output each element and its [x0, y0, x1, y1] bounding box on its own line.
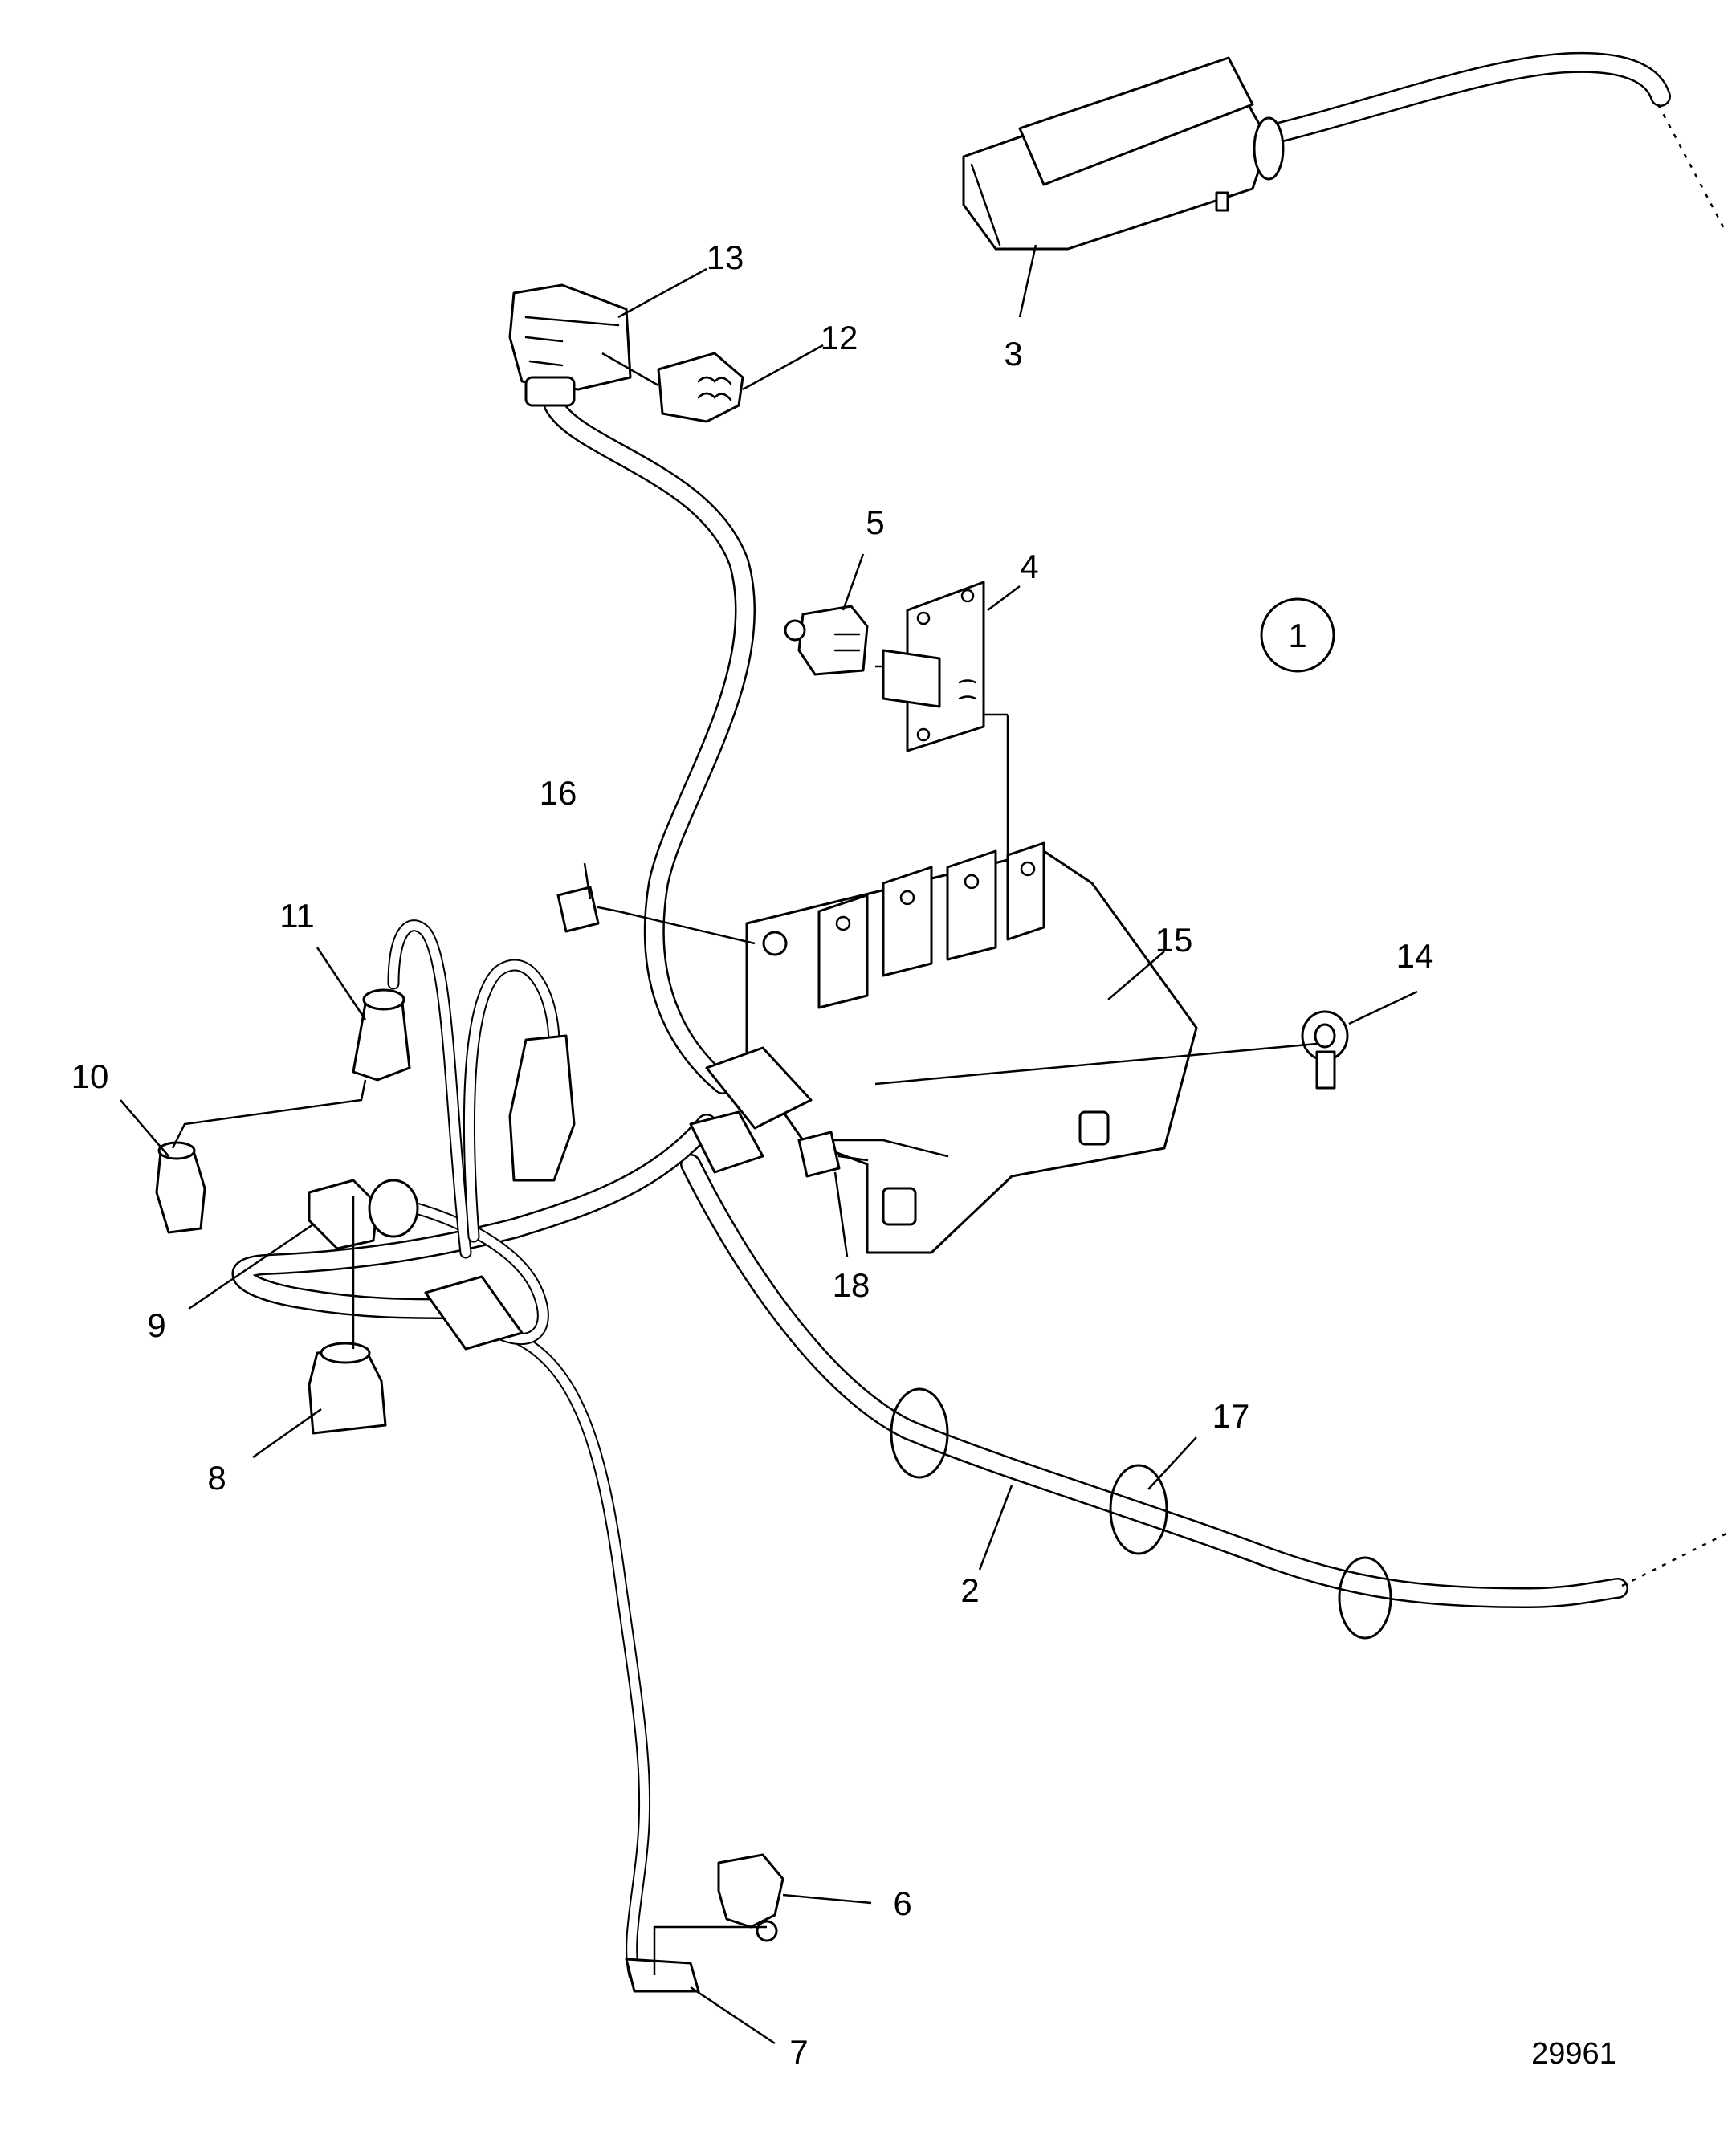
- callout-13: 13: [707, 238, 744, 276]
- callout-10: 10: [71, 1057, 109, 1095]
- sensor-7: [625, 1958, 700, 1993]
- callout-9: 9: [147, 1306, 165, 1344]
- view-marker-label: 1: [1288, 617, 1306, 654]
- bolt-16: [556, 886, 620, 933]
- sensor-10: [155, 1141, 206, 1234]
- cable-ties-17: [890, 1387, 1392, 1640]
- view-marker: 1: [1260, 597, 1335, 673]
- callout-2: 2: [960, 1571, 979, 1609]
- sensor-6: [717, 1853, 784, 1942]
- callout-18: 18: [833, 1266, 870, 1304]
- leader-lines: [120, 104, 1728, 2045]
- relay-4: [882, 581, 985, 752]
- callout-labels: 2 3 4 5 6 7 8 9 10 11 12 13 14 15 16 17 …: [71, 238, 1434, 2071]
- fuse-relay-bracket-15: [745, 841, 1198, 1254]
- junction-sleeves: [424, 1046, 813, 1351]
- connector-12: [657, 352, 744, 423]
- connector-5: [784, 605, 869, 676]
- connector-13: [508, 283, 632, 407]
- callout-11: 11: [279, 897, 315, 935]
- figure-number: 29961: [1531, 2037, 1616, 2071]
- connector-9: [308, 1179, 419, 1250]
- callout-8: 8: [207, 1459, 226, 1497]
- callout-12: 12: [821, 319, 858, 356]
- callout-14: 14: [1396, 937, 1434, 975]
- callout-5: 5: [866, 503, 884, 541]
- callout-17: 17: [1212, 1397, 1250, 1435]
- callout-4: 4: [1020, 548, 1038, 585]
- plug-11: [352, 988, 411, 1082]
- control-unit-3: [962, 56, 1285, 251]
- callout-3: 3: [1004, 335, 1022, 373]
- callout-6: 6: [893, 1884, 911, 1922]
- sensor-8: [308, 1342, 387, 1435]
- sensor-wire-7: [507, 1330, 651, 1982]
- ring-terminal-14: [1301, 1010, 1349, 1090]
- callout-16: 16: [540, 774, 577, 812]
- callout-7: 7: [789, 2033, 808, 2071]
- bolt-18: [797, 1131, 869, 1178]
- plug-b: [508, 1034, 576, 1182]
- callout-15: 15: [1155, 921, 1193, 959]
